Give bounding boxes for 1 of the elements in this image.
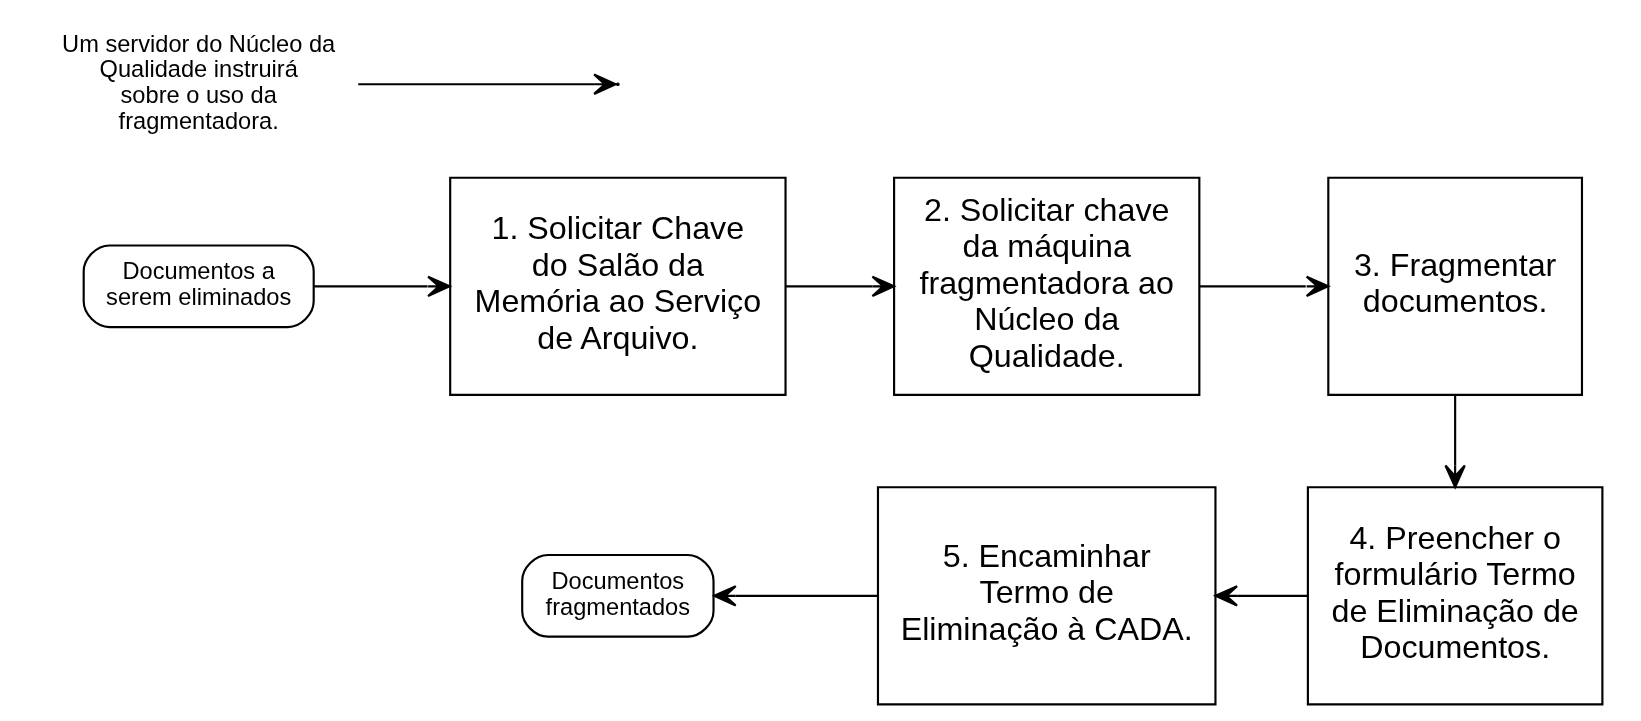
node-text: Um servidor do Núcleo da Qualidade instruirá sobre o uso da fragmentadora. [61,30,335,134]
